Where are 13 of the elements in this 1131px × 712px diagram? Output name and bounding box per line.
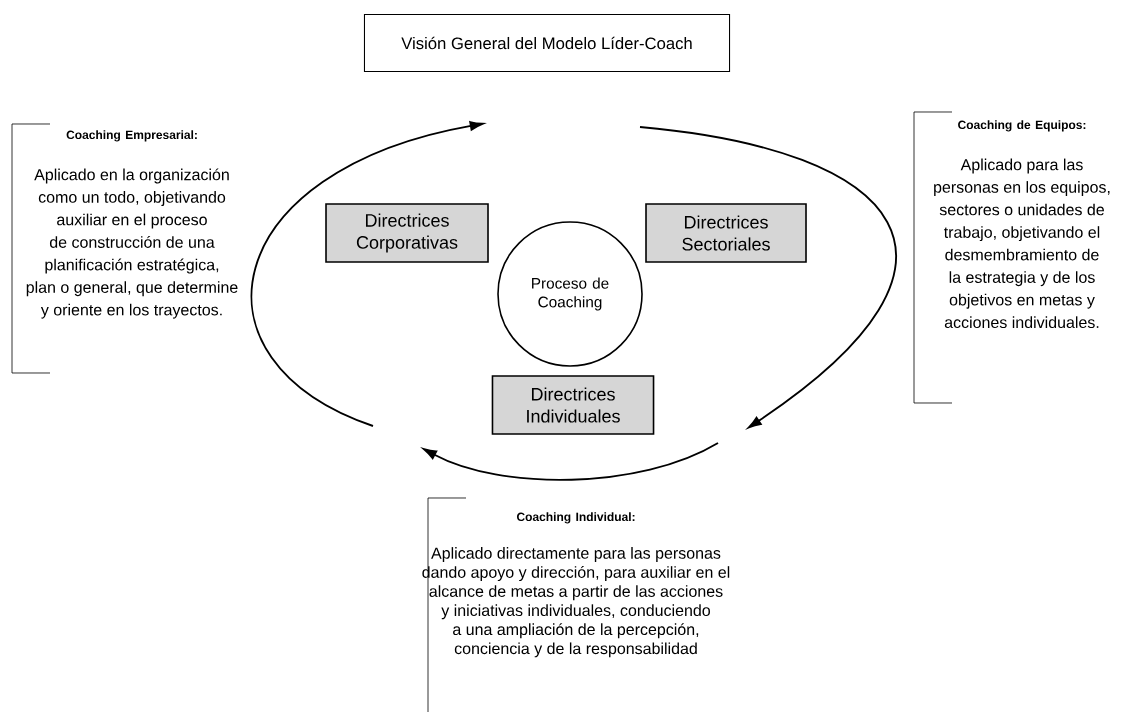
- note-heading: Coaching de Equipos:: [958, 120, 1086, 132]
- note-body: Aplicado para las personas en los equipos, sectores o unidades de trabajo, objetivando el desmembramiento de la estrategia y de los objetivos en metas y acciones individuales.: [934, 158, 1110, 329]
- bracket-note: [913, 111, 1110, 404]
- bracket-note: [422, 497, 730, 712]
- bracket-note: [11, 123, 238, 374]
- directive-box: Directrices Sectoriales: [645, 203, 807, 263]
- note-body: Aplicado en la organización como un todo, objetivando auxiliar en el proceso de construcción de una planificación estratégica, plan o general, que determine y oriente en los trayectos.: [26, 168, 238, 319]
- directive-box: Directrices Corporativas: [325, 203, 489, 263]
- title-box: Visión General del Modelo Líder-Coach: [363, 13, 731, 73]
- directive-box: Directrices Individuales: [491, 375, 655, 435]
- note-heading: Coaching Individual:: [516, 512, 635, 524]
- note-heading: Coaching Empresarial:: [66, 130, 197, 142]
- note-body: Aplicado directamente para las personas dando apoyo y dirección, para auxiliar en el alcance de metas a partir de las acciones y iniciativas individuales, conduciendo a una ampliación de la percepción, conciencia y de la responsabilidad: [422, 547, 730, 658]
